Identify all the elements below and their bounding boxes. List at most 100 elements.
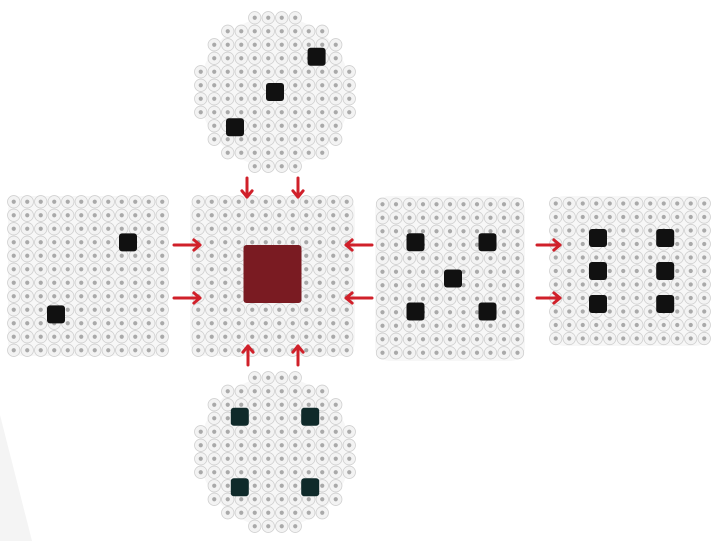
bead-hole [320,511,324,515]
bead-hole [334,484,338,488]
bead-hole [567,228,571,232]
bead-hole [66,308,70,312]
arrow [174,240,200,250]
bead-hole [304,240,308,244]
bead-hole [675,296,679,300]
bead-hole [394,216,398,220]
bead-hole [12,254,16,258]
bead-hole [223,321,227,325]
bead-hole [675,215,679,219]
bead-hole [307,457,311,461]
bead-hole [212,97,216,101]
bead-hole [277,308,281,312]
bead-hole [421,337,425,341]
bead-hole [212,484,216,488]
bead-hole [345,335,349,339]
bead-hole [266,70,270,74]
bead-hole [196,200,200,204]
bead-hole [318,308,322,312]
bead-hole [12,200,16,204]
bead-hole [675,336,679,340]
bead-hole [277,213,281,217]
bead-hole [331,227,335,231]
pip [231,408,249,426]
bead-hole [434,202,438,206]
bead-hole [106,348,110,352]
bead-hole [237,335,241,339]
bead-hole [253,83,257,87]
bead-hole [347,470,351,474]
bead-hole [264,348,268,352]
bead-hole [334,124,338,128]
bead-hole [253,110,257,114]
bead-hole [621,323,625,327]
bead-hole [334,497,338,501]
bead-hole [226,416,230,420]
bead-hole [345,267,349,271]
bead-hole [320,110,324,114]
bead-hole [380,270,384,274]
bead-hole [502,256,506,260]
bead-hole [210,281,214,285]
bead-hole [581,296,585,300]
bead-hole [239,29,243,33]
bead-hole [239,151,243,155]
bead-hole [320,430,324,434]
bead-hole [226,470,230,474]
bead-hole [239,83,243,87]
bead-hole [320,97,324,101]
bead-hole [567,296,571,300]
bead-hole [120,348,124,352]
bead-hole [266,430,270,434]
bead-hole [448,243,452,247]
bead-hole [334,110,338,114]
bead-hole [394,324,398,328]
bead-hole [293,164,297,168]
bead-hole [12,294,16,298]
bead-hole [264,240,268,244]
bead-hole [147,254,151,258]
bead-hole [293,524,297,528]
bead-hole [291,240,295,244]
bead-hole [293,416,297,420]
bead-hole [93,267,97,271]
bead-hole [675,242,679,246]
bead-hole [675,201,679,205]
bead-hole [307,110,311,114]
bead-hole [345,348,349,352]
bead-hole [266,56,270,60]
bead-hole [307,470,311,474]
bead-hole [320,29,324,33]
bead-hole [293,457,297,461]
bead-hole [380,324,384,328]
bead-hole [253,137,257,141]
bead-hole [250,200,254,204]
bead-hole [407,229,411,233]
bead-hole [147,294,151,298]
bead-hole [25,200,29,204]
bead-hole [448,297,452,301]
bead-hole [106,254,110,258]
bead-hole [226,497,230,501]
bead-hole [25,281,29,285]
bead-hole [106,281,110,285]
bead-hole [461,243,465,247]
bead-hole [212,83,216,87]
bead-hole [581,269,585,273]
bead-hole [237,254,241,258]
bead-hole [291,213,295,217]
bead-hole [212,457,216,461]
bead-hole [594,336,598,340]
bead-hole [212,70,216,74]
bead-hole [210,200,214,204]
bead-hole [66,240,70,244]
bead-hole [199,70,203,74]
bead-hole [93,281,97,285]
bead-hole [581,201,585,205]
bead-hole [320,497,324,501]
bead-hole [223,227,227,231]
bead-hole [421,270,425,274]
bead-hole [635,269,639,273]
pip [308,48,326,66]
bead-hole [280,110,284,114]
